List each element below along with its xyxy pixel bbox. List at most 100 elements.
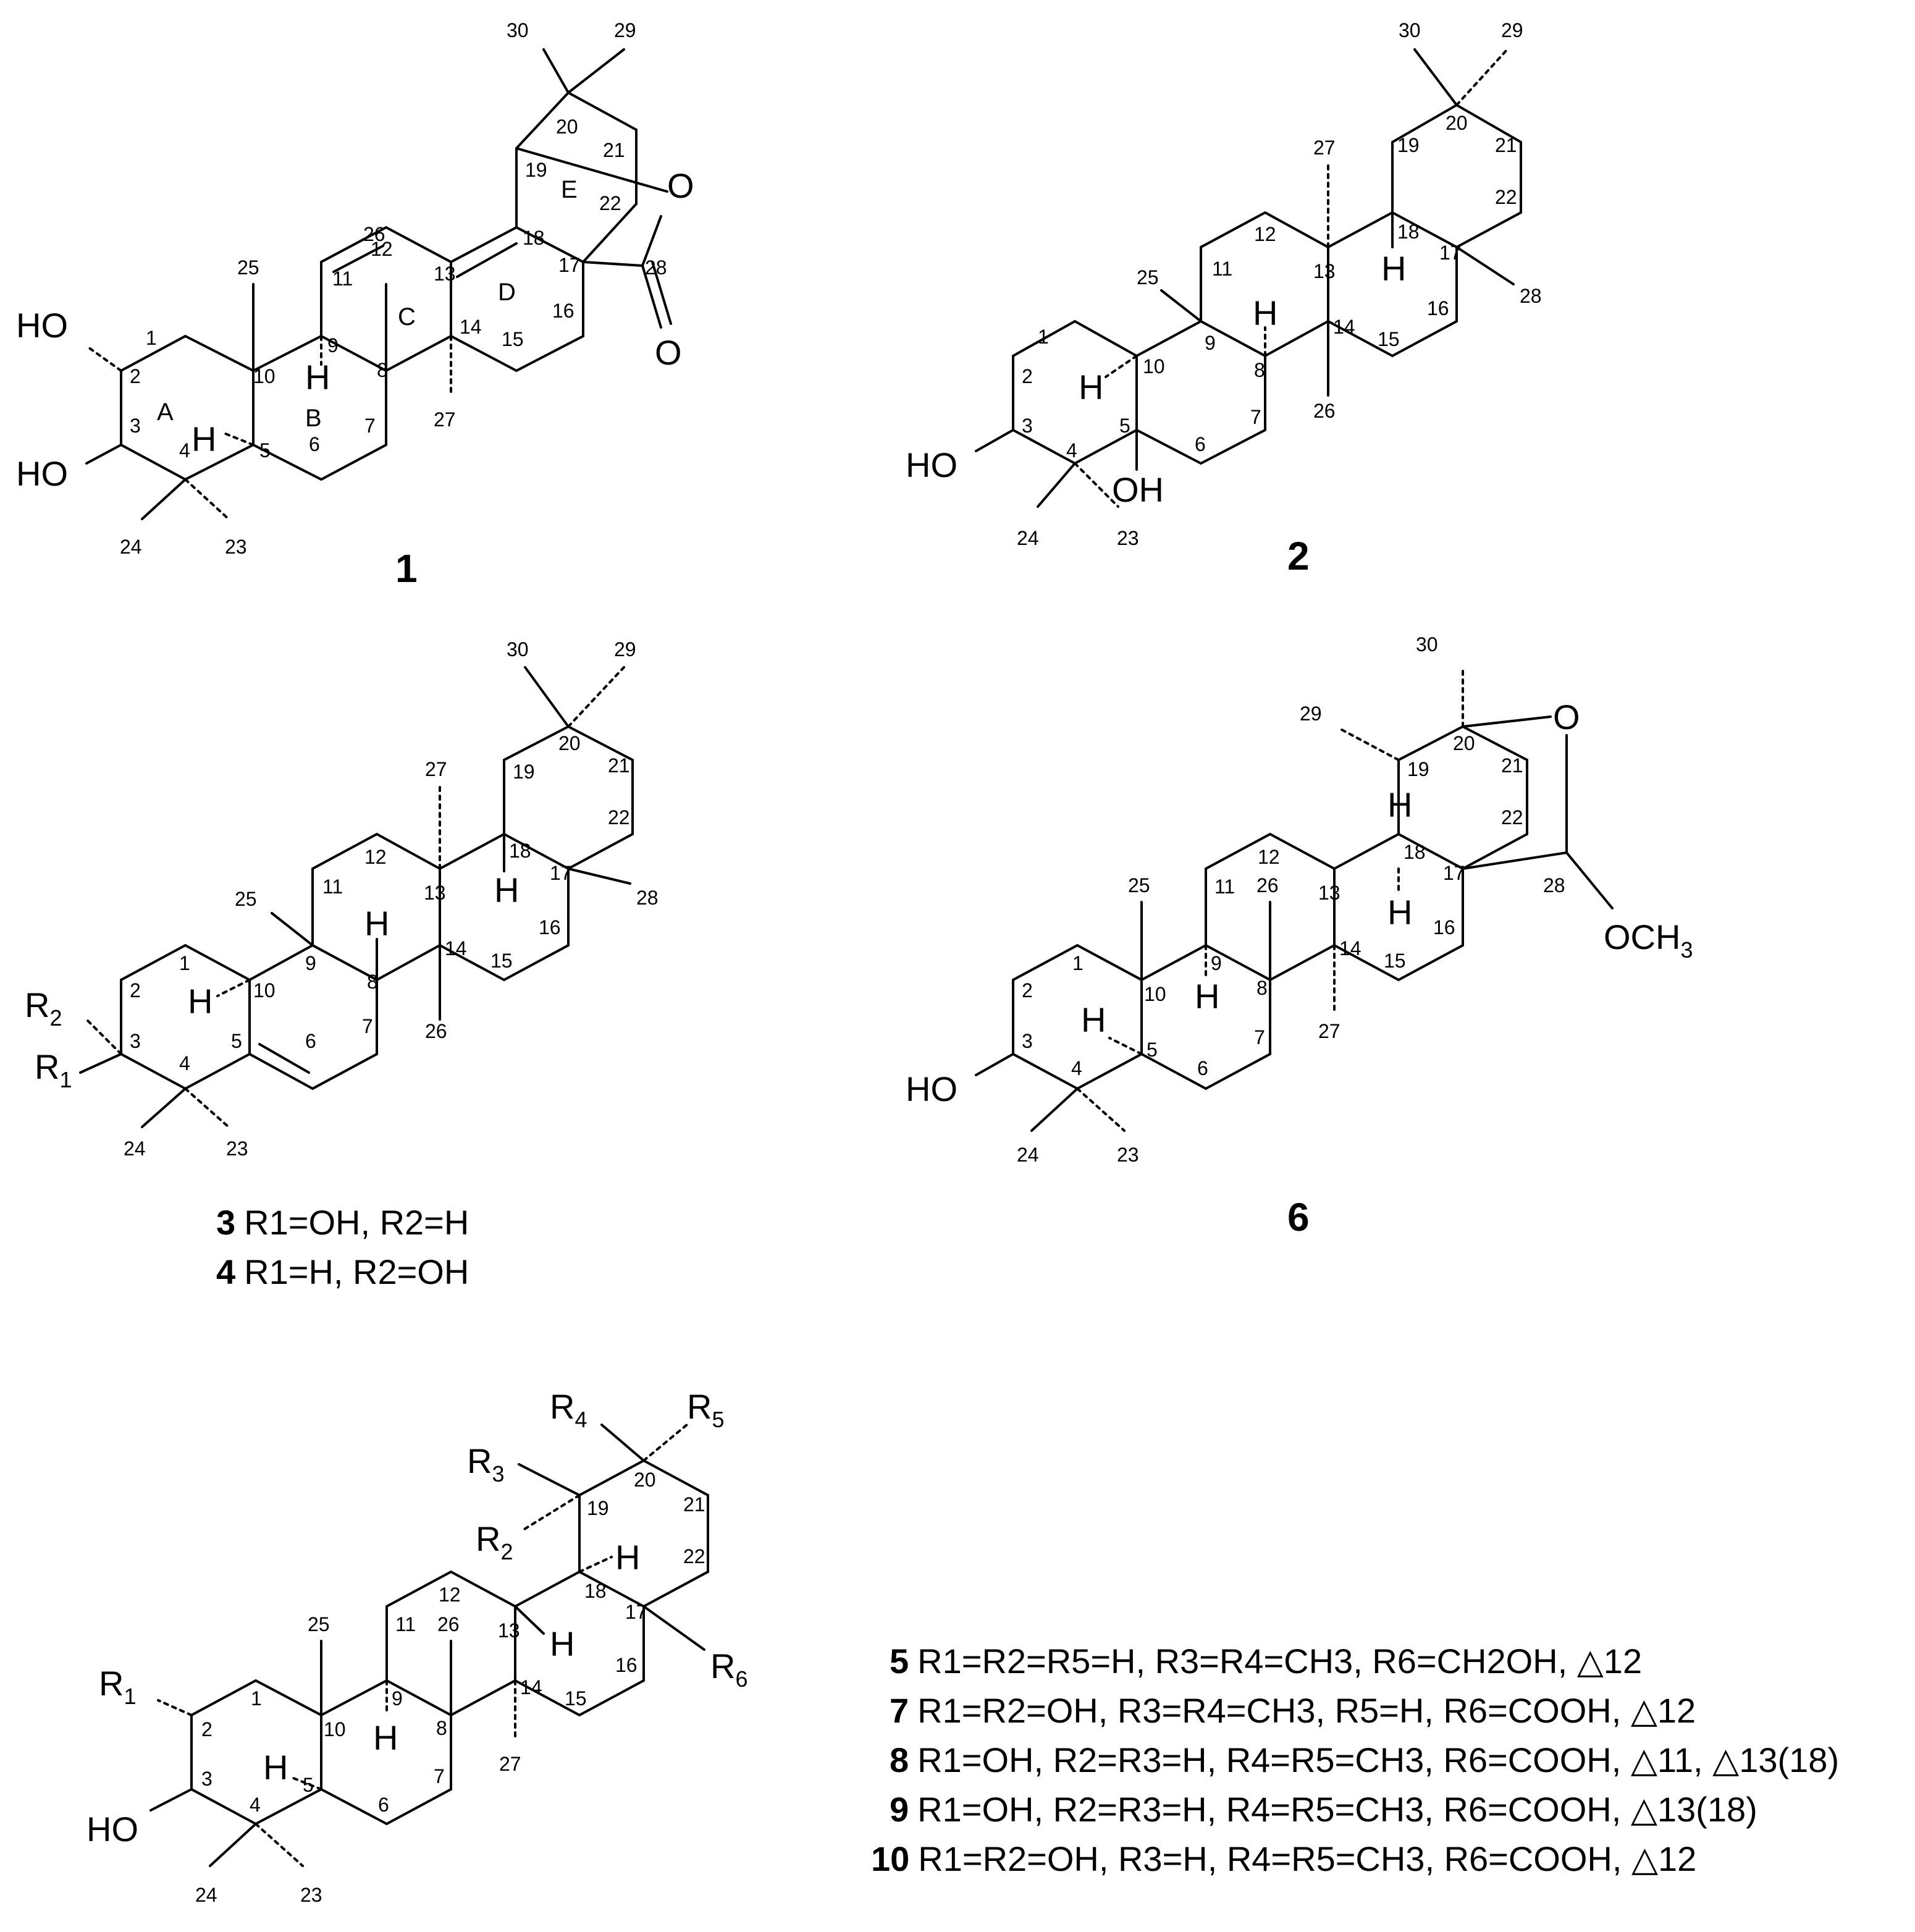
compound-number-1: 1 <box>395 546 418 591</box>
compound-number-6: 6 <box>1287 1195 1310 1239</box>
c1-hydroxyl-3: HO <box>16 454 68 493</box>
c1-oxygen-carbonyl: O <box>655 333 682 372</box>
c34-num-6: 6 <box>305 1030 316 1052</box>
carbon-numbers: 1 2 3 4 5 6 7 8 9 10 11 12 13 14 15 16 1… <box>1017 633 1565 1166</box>
c34-num-19: 19 <box>513 761 535 783</box>
c5-r2-subscript: 2 <box>500 1539 513 1564</box>
c6-num-30: 30 <box>1416 633 1438 656</box>
c2-num-17: 17 <box>1439 242 1462 264</box>
c2-num-4: 4 <box>1066 439 1077 462</box>
c34-num-10: 10 <box>253 979 276 1002</box>
c6-num-6: 6 <box>1197 1057 1208 1079</box>
c1-num-24: 24 <box>120 536 142 558</box>
carbon-numbers: 1 2 3 4 5 6 7 8 9 10 11 12 13 14 15 16 1… <box>1017 19 1542 549</box>
c5-num-3: 3 <box>201 1768 213 1790</box>
c5-num-5: 5 <box>303 1774 314 1796</box>
c1-num-18: 18 <box>523 227 545 249</box>
c1-num-20: 20 <box>556 116 578 138</box>
caption-text-3: R1=OH, R2=H <box>244 1203 469 1242</box>
c1-num-16: 16 <box>552 300 574 322</box>
c6-hydrogen-18: H <box>1387 893 1412 932</box>
c6-num-3: 3 <box>1022 1030 1033 1052</box>
c6-hydrogen-9: H <box>1195 977 1219 1016</box>
c34-num-27: 27 <box>425 758 447 780</box>
c2-num-3: 3 <box>1022 415 1033 437</box>
c5-r2-label: R2 <box>476 1519 513 1564</box>
c5-num-7: 7 <box>434 1765 445 1787</box>
c5-num-19: 19 <box>587 1497 609 1519</box>
c5-r5-letter: R <box>687 1387 712 1426</box>
c1-ring-e: E <box>561 176 578 203</box>
bond-skeleton <box>975 666 1614 1132</box>
c5-hydrogen-13: H <box>550 1624 574 1663</box>
c2-num-11: 11 <box>1212 258 1232 280</box>
c1-num-7: 7 <box>364 415 376 437</box>
c2-num-2: 2 <box>1022 365 1033 387</box>
caption-text-7: R1=R2=OH, R3=R4=CH3, R5=H, R6=COOH, △12 <box>917 1691 1696 1730</box>
c34-num-28: 28 <box>636 887 659 909</box>
c2-hydroxyl-5: OH <box>1112 470 1164 509</box>
c5-num-9: 9 <box>392 1687 403 1710</box>
c34-r1-subscript: 1 <box>59 1067 72 1092</box>
c34-r2-letter: R <box>25 985 49 1024</box>
bond-skeleton <box>149 1424 709 1867</box>
c2-num-8: 8 <box>1254 359 1265 381</box>
c1-num-22: 22 <box>599 192 621 214</box>
c6-num-5: 5 <box>1147 1039 1158 1061</box>
c34-r2-subscript: 2 <box>49 1005 62 1031</box>
c34-num-29: 29 <box>614 638 636 660</box>
structure-compound-2: 1 2 3 4 5 6 7 8 9 10 11 12 13 14 15 16 1… <box>906 19 1542 578</box>
c34-r1-letter: R <box>35 1047 59 1086</box>
c5-r1-letter: R <box>99 1664 124 1703</box>
c5-r1-label: R1 <box>99 1664 136 1709</box>
caption-text-5: R1=R2=R5=H, R3=R4=CH3, R6=CH2OH, △12 <box>917 1642 1642 1681</box>
c6-num-27: 27 <box>1318 1020 1340 1042</box>
c2-num-26: 26 <box>1313 400 1336 422</box>
c2-num-22: 22 <box>1495 186 1517 208</box>
c1-num-26: 26 <box>363 223 385 245</box>
c5-num-4: 4 <box>250 1794 261 1816</box>
c2-hydroxyl-3: HO <box>906 445 958 484</box>
c6-num-26: 26 <box>1256 874 1279 896</box>
c1-ring-d: D <box>498 279 516 306</box>
c6-hydrogen-5: H <box>1081 1000 1106 1039</box>
carbon-numbers: 1 2 3 4 5 6 7 8 9 10 11 12 13 14 15 16 1… <box>124 638 659 1160</box>
c1-num-4: 4 <box>179 439 190 462</box>
c6-num-21: 21 <box>1501 754 1523 777</box>
c5-num-20: 20 <box>634 1469 656 1491</box>
c5-num-15: 15 <box>565 1687 587 1710</box>
c5-hydrogen-18: H <box>615 1538 640 1577</box>
c1-hydrogen-5: H <box>192 420 216 458</box>
c6-num-13: 13 <box>1318 882 1340 904</box>
c6-num-1: 1 <box>1072 952 1084 974</box>
c6-num-20: 20 <box>1453 732 1475 754</box>
c6-num-18: 18 <box>1404 841 1426 863</box>
c34-num-21: 21 <box>608 754 630 777</box>
c5-num-26: 26 <box>437 1613 460 1635</box>
c5-num-10: 10 <box>324 1718 346 1740</box>
c5-r4-subscript: 4 <box>574 1407 587 1432</box>
atom-labels: HO HO H H O O <box>16 166 694 493</box>
atom-labels: HO OH H H H <box>906 249 1406 509</box>
c6-hydrogen-13: H <box>1387 785 1412 824</box>
c2-num-6: 6 <box>1195 433 1206 455</box>
c1-num-10: 10 <box>253 365 276 387</box>
c2-num-30: 30 <box>1399 19 1421 41</box>
bond-skeleton <box>975 48 1522 508</box>
caption-id-5: 5 <box>890 1642 909 1681</box>
c1-num-28: 28 <box>645 256 667 279</box>
c34-num-20: 20 <box>558 732 581 754</box>
atom-labels: HO R1 R2 R3 R4 R5 R6 H H H H <box>86 1387 747 1849</box>
c1-oxygen-ring: O <box>667 166 694 205</box>
c2-num-18: 18 <box>1397 221 1420 243</box>
c5-num-18: 18 <box>584 1580 607 1602</box>
c6-num-2: 2 <box>1022 979 1033 1002</box>
structure-compound-6: 1 2 3 4 5 6 7 8 9 10 11 12 13 14 15 16 1… <box>906 633 1693 1239</box>
caption-id-4: 4 <box>216 1252 235 1291</box>
caption-id-10: 10 <box>871 1839 909 1878</box>
c34-num-1: 1 <box>179 952 190 974</box>
c6-methoxy-text: OCH <box>1604 917 1680 956</box>
c2-hydrogen-18: H <box>1381 249 1406 288</box>
c5-num-21: 21 <box>683 1493 705 1516</box>
